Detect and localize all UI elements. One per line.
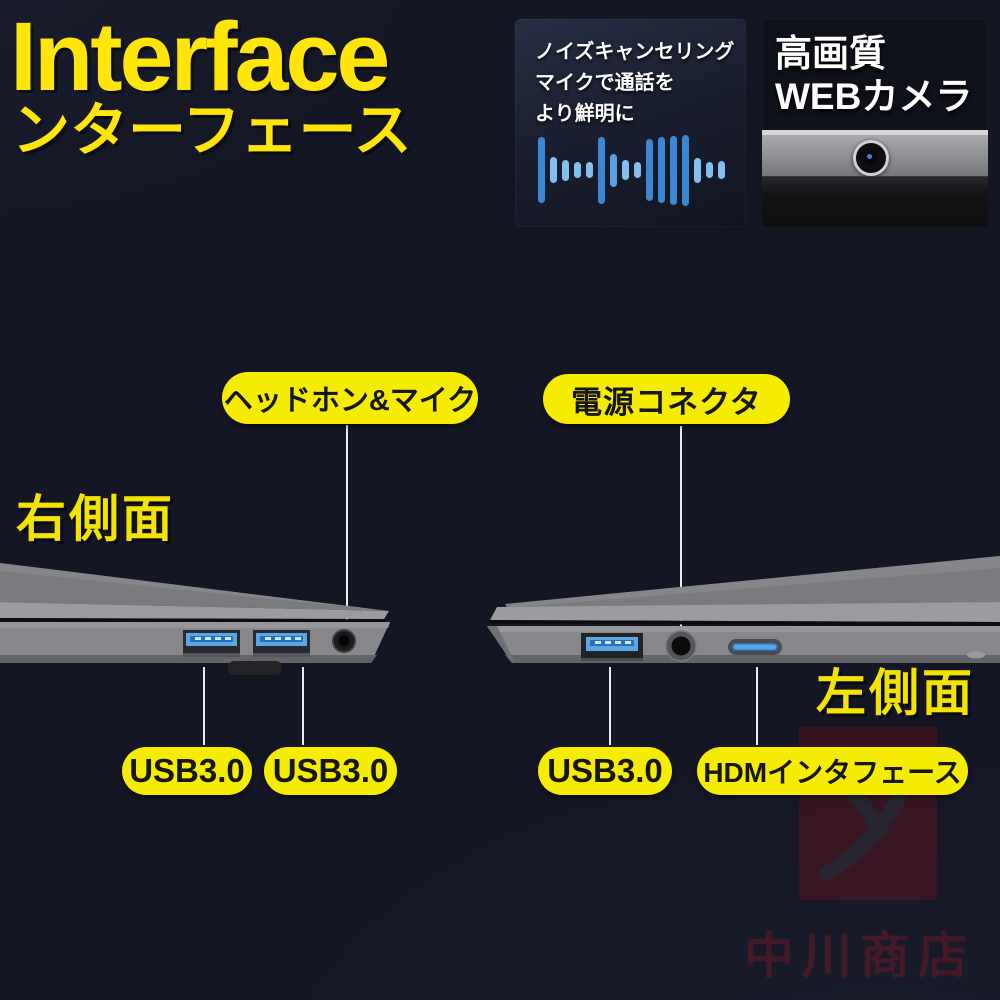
camera-feature-line2: WEBカメラ bbox=[775, 75, 973, 117]
waveform-bar bbox=[538, 137, 545, 203]
leader-line-usbc bbox=[756, 667, 758, 745]
port-label-hdmi: HDMインタフェース bbox=[697, 747, 968, 795]
laptop-right-side-view bbox=[0, 563, 390, 675]
waveform-bar bbox=[670, 135, 677, 205]
leader-line-usb2 bbox=[302, 667, 304, 745]
webcam-icon bbox=[853, 140, 889, 176]
waveform-bar bbox=[634, 162, 641, 178]
callout-headphone-mic: ヘッドホン&マイク bbox=[222, 372, 478, 424]
laptop-lid-sheen bbox=[505, 556, 1000, 607]
waveform-bar bbox=[658, 137, 665, 203]
usb-port-3 bbox=[581, 633, 643, 661]
mic-feature-line3: より鮮明に bbox=[535, 103, 635, 125]
camera-feature-line1: 高画質 bbox=[775, 33, 886, 74]
mic-feature-text: ノイズキャンセリング マイクで通話を より鮮明に bbox=[535, 37, 734, 130]
webcam-lens bbox=[864, 151, 878, 165]
usb-c-port bbox=[728, 639, 782, 655]
mic-feature-line1: ノイズキャンセリング bbox=[535, 41, 735, 63]
waveform-bar bbox=[622, 160, 629, 180]
watermark-shop-name: 中川商店 bbox=[744, 928, 976, 984]
waveform-bar bbox=[562, 159, 569, 181]
callout-power-connector: 電源コネクタ bbox=[543, 374, 790, 424]
waveform-bar bbox=[598, 136, 605, 204]
power-jack bbox=[665, 630, 697, 662]
leader-line-usb3 bbox=[609, 667, 611, 745]
feature-box-mic: ノイズキャンセリング マイクで通話を より鮮明に bbox=[515, 19, 746, 227]
label-right-side: 右側面 bbox=[16, 491, 175, 547]
laptop-body-sheen bbox=[0, 622, 390, 628]
waveform-bar bbox=[646, 139, 653, 201]
laptop-lid-sheen bbox=[0, 563, 389, 611]
rubber-foot bbox=[228, 661, 282, 675]
laptop-lid-edge bbox=[490, 602, 1000, 622]
port-label-usb1: USB3.0 bbox=[122, 747, 252, 795]
feature-box-camera: 高画質 WEBカメラ bbox=[762, 19, 988, 227]
laptop-left-side-view bbox=[487, 556, 1000, 663]
waveform-bar bbox=[610, 153, 617, 187]
page-subtitle: ンターフェース bbox=[12, 98, 412, 163]
leader-line-power bbox=[680, 426, 682, 631]
waveform-bar bbox=[706, 162, 713, 178]
waveform-bar bbox=[682, 134, 689, 206]
waveform-bar bbox=[694, 157, 701, 183]
waveform-bar bbox=[718, 161, 725, 179]
camera-feature-text: 高画質 WEBカメラ bbox=[775, 33, 972, 118]
headphone-jack bbox=[332, 629, 356, 653]
leader-line-usb1 bbox=[203, 667, 205, 745]
waveform-bar bbox=[574, 162, 581, 178]
waveform-bar bbox=[586, 162, 593, 178]
laptop-body-sheen bbox=[487, 626, 1000, 632]
bezel-lower-band bbox=[762, 176, 988, 227]
laptop-hinge-gap bbox=[490, 620, 1000, 626]
laptop-hinge-gap bbox=[0, 618, 386, 623]
usb-port-1 bbox=[183, 630, 240, 657]
rubber-foot bbox=[967, 651, 985, 659]
bezel-highlight bbox=[762, 130, 988, 135]
laptop-body-shadow bbox=[505, 655, 1000, 663]
usb-port-2 bbox=[253, 630, 310, 657]
webcam-lens-glint bbox=[867, 154, 872, 159]
audio-waveform-icon bbox=[538, 128, 728, 212]
laptop-lid-edge bbox=[0, 602, 389, 619]
leader-line-headphone bbox=[346, 425, 348, 630]
label-left-side: 左側面 bbox=[816, 665, 975, 721]
waveform-bar bbox=[550, 157, 557, 183]
port-label-usb2: USB3.0 bbox=[264, 747, 397, 795]
mic-feature-line2: マイクで通話を bbox=[535, 72, 675, 94]
page-title: Interface bbox=[10, 2, 390, 111]
laptop-tip-shade bbox=[487, 626, 515, 663]
port-label-usb3: USB3.0 bbox=[538, 747, 672, 795]
